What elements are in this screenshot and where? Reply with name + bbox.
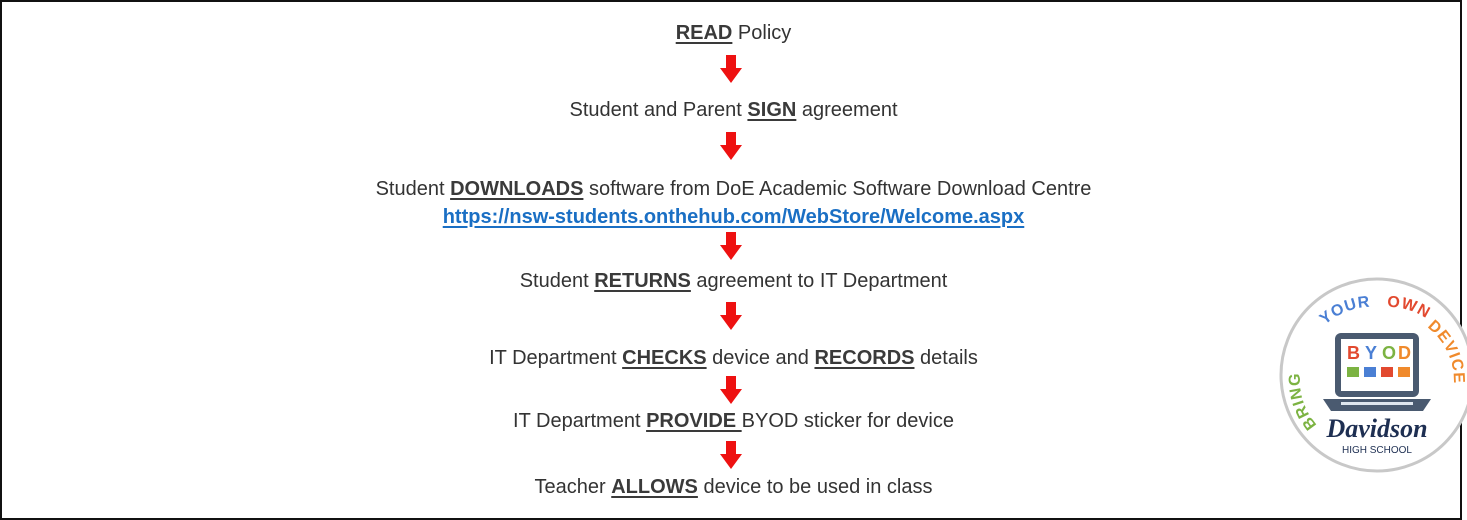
step-text: details bbox=[914, 347, 978, 369]
step-keyword: READ bbox=[675, 22, 733, 44]
down-arrow-icon bbox=[720, 441, 742, 469]
step-keyword: ALLOWS bbox=[611, 476, 698, 498]
step-download-software: Student DOWNLOADS software from DoE Acad… bbox=[0, 176, 1467, 202]
svg-text:D: D bbox=[1398, 343, 1411, 363]
step-text: Teacher bbox=[534, 476, 612, 498]
step-text: device to be used in class bbox=[697, 476, 933, 498]
byod-davidson-logo: BRING YOUR OWN DEVICE B Y O D Davidson H… bbox=[1279, 277, 1467, 473]
step-text: Student and Parent bbox=[569, 99, 748, 121]
step-keyword: RETURNS bbox=[594, 270, 691, 292]
step-return-agreement: Student RETURNS agreement to IT Departme… bbox=[0, 268, 1467, 294]
step-allow-in-class: Teacher ALLOWS device to be used in clas… bbox=[0, 474, 1467, 500]
down-arrow-icon bbox=[720, 232, 742, 260]
down-arrow-icon bbox=[720, 132, 742, 160]
step-keyword: CHECKS bbox=[622, 347, 707, 369]
down-arrow-icon bbox=[720, 376, 742, 404]
download-centre-link[interactable]: https://nsw-students.onthehub.com/WebSto… bbox=[442, 206, 1025, 228]
step-sign-agreement: Student and Parent SIGN agreement bbox=[0, 97, 1467, 123]
step-text: software from DoE Academic Software Down… bbox=[583, 178, 1092, 200]
step-keyword: DOWNLOADS bbox=[450, 178, 584, 200]
svg-text:O: O bbox=[1382, 343, 1396, 363]
step-text: agreement bbox=[796, 99, 898, 121]
down-arrow-icon bbox=[720, 55, 742, 83]
step-text: Policy bbox=[732, 22, 792, 44]
svg-text:B: B bbox=[1347, 343, 1360, 363]
step-keyword: RECORDS bbox=[814, 347, 915, 369]
step-keyword: PROVIDE bbox=[646, 410, 742, 432]
step-check-device: IT Department CHECKS device and RECORDS … bbox=[0, 345, 1467, 371]
byod-screen-letters: B Y O D bbox=[1347, 343, 1411, 363]
step-text: IT Department bbox=[513, 410, 647, 432]
step-provide-sticker: IT Department PROVIDE BYOD sticker for d… bbox=[0, 408, 1467, 434]
logo-school-type: HIGH SCHOOL bbox=[1342, 445, 1412, 456]
step-text: Student bbox=[375, 178, 451, 200]
laptop-icon: B Y O D bbox=[1323, 333, 1431, 411]
step-keyword: SIGN bbox=[747, 99, 797, 121]
step-read-policy: READ Policy bbox=[0, 20, 1467, 46]
svg-text:Y: Y bbox=[1365, 343, 1377, 363]
step-text: IT Department bbox=[489, 347, 623, 369]
step-text: agreement to IT Department bbox=[690, 270, 948, 292]
logo-school-name: Davidson bbox=[1325, 414, 1427, 443]
step-text: device and bbox=[706, 347, 815, 369]
step-text: Student bbox=[519, 270, 595, 292]
step-text: BYOD sticker for device bbox=[741, 410, 954, 432]
download-link-row: https://nsw-students.onthehub.com/WebSto… bbox=[0, 204, 1467, 230]
down-arrow-icon bbox=[720, 302, 742, 330]
